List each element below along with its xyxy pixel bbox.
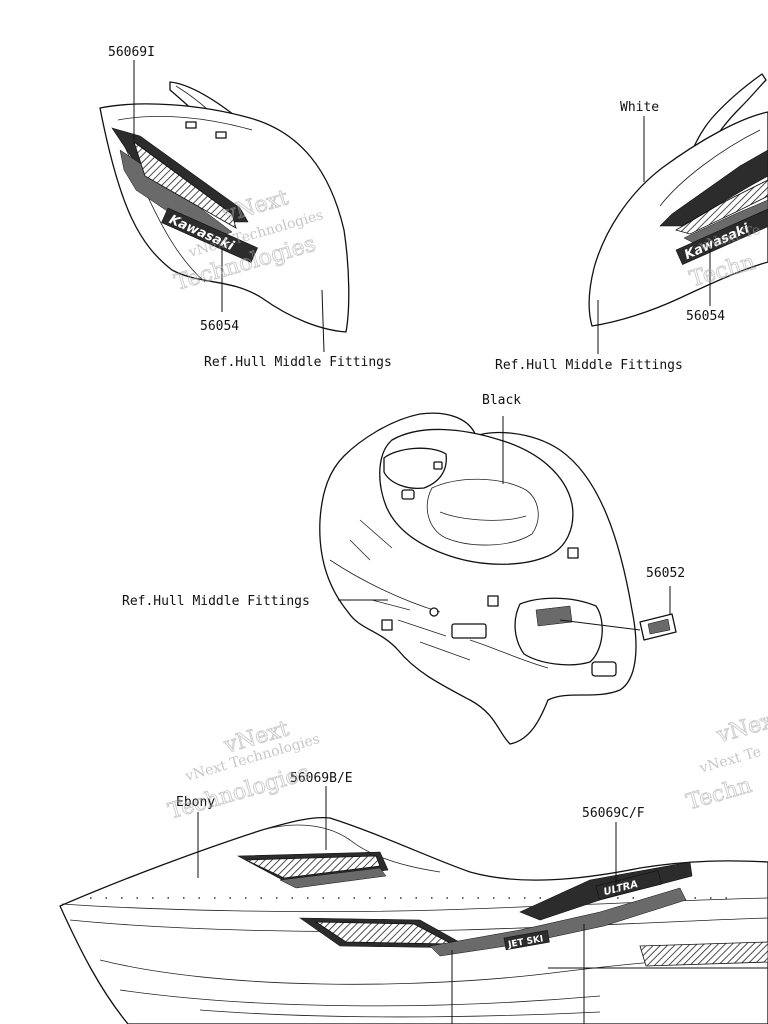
label-56054-right: 56054 (686, 309, 725, 324)
label-ref-hull-right: Ref.Hull Middle Fittings (495, 358, 683, 373)
label-56069c-f: 56069C/F (582, 806, 645, 821)
svg-text:Techn: Techn (684, 773, 755, 815)
left-side-panel: Kawasaki 56069I 56054 Ref.Hull Middle Fi… (99, 45, 392, 370)
label-56069i: 56069I (108, 45, 155, 60)
hull-middle-fitting: Black 56052 Ref.Hull Middle Fittings (122, 393, 685, 745)
label-white: White (620, 100, 659, 115)
label-56069b-e: 56069B/E (290, 771, 353, 786)
label-ebony: Ebony (176, 795, 215, 810)
watermark-bottom-left: vNext vNext Technologies Technologies (165, 716, 322, 825)
label-56054-left: 56054 (200, 319, 239, 334)
label-black: Black (482, 393, 521, 408)
label-ref-hull-center: Ref.Hull Middle Fittings (122, 594, 310, 609)
hull-side-view: JET SKI ULTRA Ebony 56069B/E 56069C/F (59, 771, 768, 1024)
svg-text:vNext Te: vNext Te (697, 744, 763, 777)
svg-text:vNext: vNext (713, 706, 768, 749)
right-side-panel: Kawasaki White 56054 Ref.Hull Middle Fit… (495, 73, 768, 373)
label-56052: 56052 (646, 566, 685, 581)
watermark-bottom-right: vNext vNext Te Techn (683, 706, 768, 816)
label-ref-hull-left: Ref.Hull Middle Fittings (204, 355, 392, 370)
